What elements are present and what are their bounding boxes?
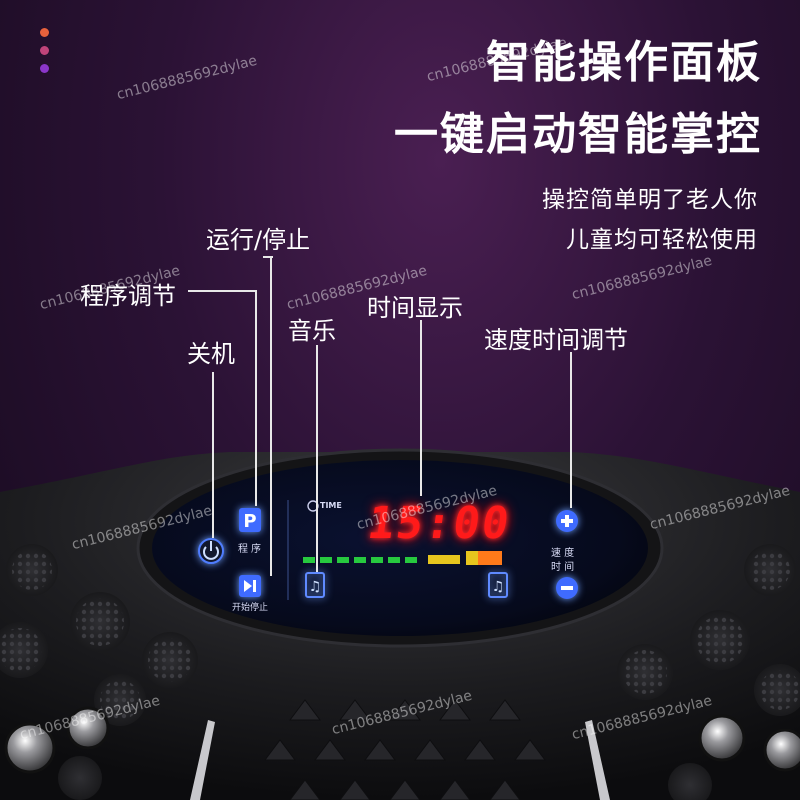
- rail-left: [190, 720, 215, 800]
- grip-texture: [264, 699, 546, 800]
- leader-time-v: [420, 320, 422, 496]
- music-button-right: [488, 572, 508, 598]
- callout-run-stop: 运行/停止: [206, 226, 311, 254]
- rail-right: [585, 720, 610, 800]
- leader-speed-v: [570, 352, 572, 508]
- leader-program-v: [255, 290, 257, 506]
- dot-pink: [40, 46, 49, 55]
- leader-power-v: [212, 372, 214, 538]
- program-label: 程序: [238, 544, 264, 555]
- massage-pads-left: [0, 544, 198, 800]
- start-stop-label: 开始停止: [232, 603, 269, 613]
- time-label: 时 间: [551, 562, 575, 573]
- leader-run-stop-v: [270, 256, 272, 576]
- callout-speed-time-adjust: 速度时间调节: [484, 326, 628, 354]
- subtitle-line-1: 操控简单明了老人你: [542, 187, 758, 213]
- program-button: [239, 508, 261, 532]
- time-badge-icon: [307, 500, 319, 512]
- speed-label: 速 度: [551, 548, 575, 559]
- svg-text:P: P: [243, 511, 256, 532]
- play-pause-icon: [244, 580, 252, 592]
- dot-orange: [40, 28, 49, 37]
- display-screen: [152, 460, 648, 636]
- headline-line-1: 智能操作面板: [486, 37, 762, 88]
- music-button-left: [305, 572, 325, 598]
- leader-music-v: [316, 345, 318, 572]
- dot-purple: [40, 64, 49, 73]
- leader-program-h: [188, 290, 256, 292]
- time-badge: TIME: [320, 501, 342, 510]
- power-icon: [203, 546, 219, 560]
- subtitle-line-2: 儿童均可轻松使用: [566, 227, 758, 253]
- svg-text:♫: ♫: [309, 579, 322, 595]
- headline-line-2: 一键启动智能掌控: [394, 109, 762, 160]
- massage-pads-right: [617, 544, 800, 800]
- callout-power-off: 关机: [187, 340, 235, 368]
- leader-run-stop-h: [263, 256, 273, 258]
- svg-text:♫: ♫: [492, 579, 505, 595]
- callout-music: 音乐: [288, 317, 336, 345]
- callout-program-adjust: 程序调节: [80, 282, 176, 310]
- callout-time-display: 时间显示: [367, 294, 463, 322]
- level-bars: [303, 551, 502, 565]
- decorative-dots: [40, 28, 49, 82]
